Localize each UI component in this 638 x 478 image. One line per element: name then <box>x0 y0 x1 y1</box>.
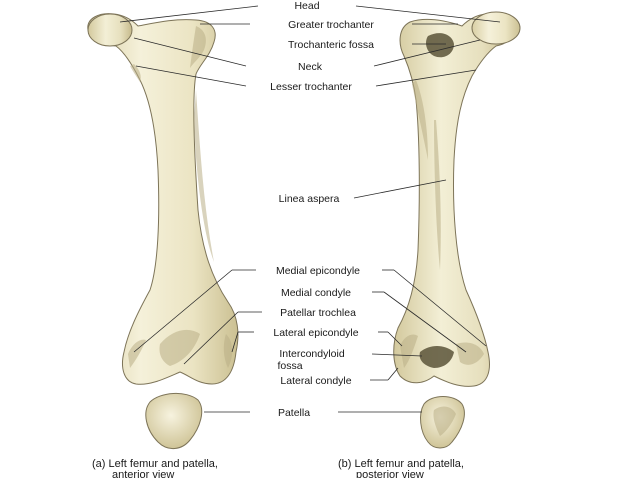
label-medial-epicondyle: Medial epicondyle <box>276 265 360 277</box>
label-patellar-trochlea: Patellar trochlea <box>280 307 356 319</box>
label-medial-condyle: Medial condyle <box>281 287 351 299</box>
label-neck: Neck <box>298 61 323 73</box>
label-greater-trochanter: Greater trochanter <box>288 19 374 31</box>
label-head: Head <box>294 0 319 12</box>
femur-anterior <box>87 13 239 385</box>
label-lateral-epicondyle: Lateral epicondyle <box>273 327 358 339</box>
femur-posterior <box>393 11 521 387</box>
label-linea-aspera: Linea aspera <box>279 193 340 205</box>
label-patella: Patella <box>278 407 310 419</box>
patella-anterior <box>145 393 203 449</box>
caption-posterior-line1: (b) Left femur and patella, <box>338 458 464 470</box>
label-intercondyloid: Intercondyloid <box>279 348 345 360</box>
label-lateral-condyle: Lateral condyle <box>280 375 351 387</box>
label-lesser-trochanter: Lesser trochanter <box>270 81 352 93</box>
leader-lines <box>119 5 501 413</box>
label-trochanteric-fossa: Trochanteric fossa <box>288 39 374 51</box>
caption-posterior-line2: posterior view <box>356 469 424 478</box>
caption-anterior-line2: anterior view <box>112 469 174 478</box>
label-intercondyloid-fossa: fossa <box>277 360 302 372</box>
caption-anterior-line1: (a) Left femur and patella, <box>92 458 218 470</box>
